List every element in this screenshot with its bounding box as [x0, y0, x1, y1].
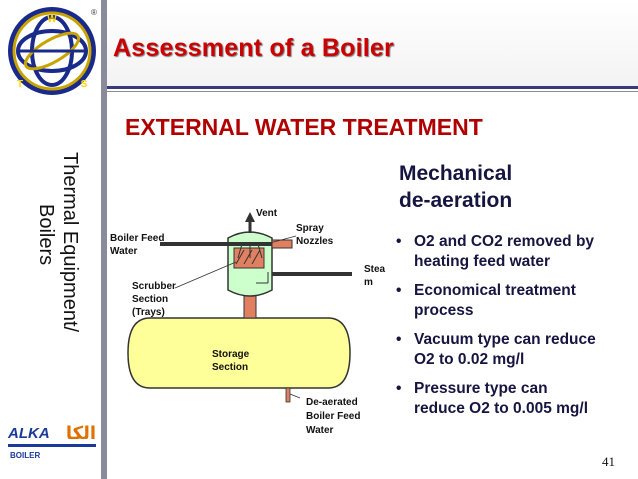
label-boiler-feed-line2: Water [110, 246, 138, 257]
bullet-text: Pressure type can [414, 380, 548, 397]
bullet-text: Economical treatment [414, 282, 576, 299]
feed-water-pipe [160, 242, 272, 246]
bullet-text: Vacuum type can reduce [414, 331, 596, 348]
label-vent: Vent [256, 208, 278, 219]
sidebar-caption-line2: Boilers [35, 204, 57, 266]
label-steam: Stea m [364, 263, 385, 289]
bullet-icon: • [396, 282, 402, 299]
label-scrubber-line1: Scrubber [132, 281, 176, 292]
logo-letter-left: T [17, 79, 23, 90]
outlet-pipe [285, 387, 291, 403]
bullet-text: O2 and CO2 removed by [414, 233, 595, 250]
label-deaerated-line3: Water [306, 425, 334, 436]
registered-mark: ® [91, 8, 97, 17]
label-steam-line1: Stea [364, 264, 386, 275]
label-scrubber: Scrubber Section (Trays) [132, 280, 176, 319]
bullet-text: process [414, 302, 474, 319]
wts-logo: W T S ® [8, 7, 97, 95]
slide-title: Assessment of a Boiler [113, 34, 394, 62]
sidebar-caption: Thermal Equipment/ Boilers [18, 152, 98, 392]
brand-latin: ALKA [7, 425, 50, 442]
heading-line2: de-aeration [399, 189, 513, 212]
section-subtitle: EXTERNAL WATER TREATMENT [125, 114, 483, 140]
label-spray-line2: Nozzles [296, 236, 334, 247]
bullet-item: • O2 and CO2 removed by heating feed water [392, 232, 632, 272]
storage-tank [127, 317, 351, 389]
bullet-text: reduce O2 to 0.005 mg/l [414, 400, 589, 417]
label-deaerated: De-aerated Boiler Feed Water [306, 396, 360, 438]
label-boiler-feed: Boiler Feed Water [110, 232, 164, 258]
alka-boiler-logo: ALKA الكا BOILER [7, 423, 96, 460]
label-boiler-feed-line1: Boiler Feed [110, 233, 165, 244]
label-spray-nozzles: Spray Nozzles [296, 222, 333, 248]
label-storage: Storage Section [212, 348, 249, 374]
bullet-text: O2 to 0.02 mg/l [414, 351, 525, 368]
sidebar-divider [101, 0, 107, 479]
label-deaerated-line2: Boiler Feed [306, 411, 361, 422]
label-spray-line1: Spray [296, 223, 324, 234]
bullet-item: • Pressure type can reduce O2 to 0.005 mg/… [392, 379, 632, 419]
scrubber-trays [233, 247, 265, 269]
logo-letter-top: W [47, 14, 57, 25]
sidebar-caption-line1: Thermal Equipment/ [59, 152, 81, 333]
content-heading: Mechanical de-aeration [399, 160, 619, 214]
vent-arrow-icon [245, 212, 255, 222]
page-number: 41 [602, 454, 615, 469]
logo-letter-right: S [81, 79, 88, 90]
brand-sub: BOILER [10, 451, 40, 460]
bullet-item: • Vacuum type can reduce O2 to 0.02 mg/l [392, 330, 632, 370]
bullet-icon: • [396, 380, 402, 397]
label-deaerated-line1: De-aerated [306, 397, 358, 408]
downcomer-pipe [243, 293, 257, 319]
bullet-icon: • [396, 233, 402, 250]
bullet-item: • Economical treatment process [392, 281, 632, 321]
label-steam-line2: m [364, 277, 373, 288]
bullet-text: heating feed water [414, 253, 551, 270]
label-storage-line2: Section [212, 362, 249, 373]
label-scrubber-line3: (Trays) [132, 307, 165, 318]
label-storage-line1: Storage [212, 349, 250, 360]
bullet-list: • O2 and CO2 removed by heating feed water… [392, 232, 632, 428]
steam-pipe [272, 272, 352, 276]
title-rule-thin [107, 91, 638, 92]
heading-line1: Mechanical [399, 162, 513, 185]
brand-arabic: الكا [66, 423, 96, 444]
bullet-icon: • [396, 331, 402, 348]
label-scrubber-line2: Section [132, 294, 169, 305]
title-band [107, 0, 638, 86]
title-rule [107, 86, 638, 89]
